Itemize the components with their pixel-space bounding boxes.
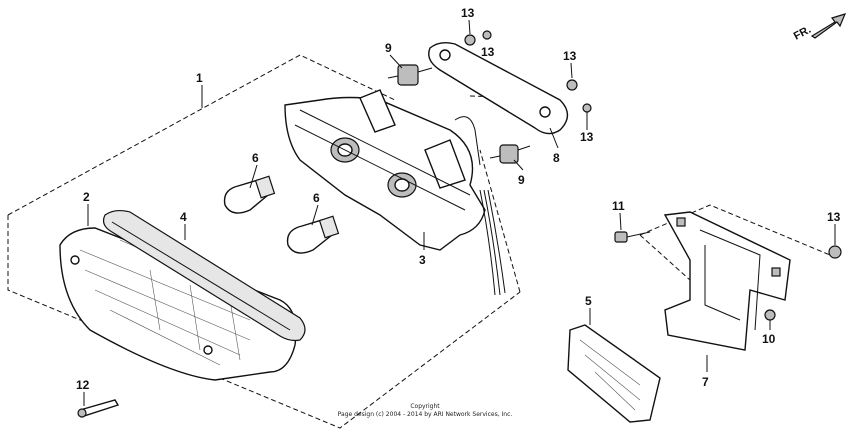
reflector-part-5 (567, 324, 661, 423)
callout-13-e: 13 (827, 210, 841, 224)
callout-13-d: 13 (580, 130, 594, 144)
bulb-part-6-lower (286, 215, 340, 254)
nut-part-13-e (828, 245, 842, 259)
callout-2: 2 (83, 190, 90, 204)
copyright-notice: Page design (c) 2004 - 2014 by ARI Netwo… (338, 411, 513, 418)
callout-4: 4 (180, 210, 187, 224)
nut-part-13-c (566, 79, 578, 91)
callout-11: 11 (612, 199, 625, 213)
nut-part-13-d (582, 103, 592, 113)
leader-lines (83, 19, 836, 406)
front-direction-arrow: FR. (792, 13, 847, 43)
rubber-mount-part-9-lower (489, 144, 531, 164)
callout-13-b: 13 (481, 45, 495, 59)
callout-8: 8 (553, 151, 560, 165)
callout-13-a: 13 (461, 6, 475, 20)
bulb-part-6-upper (223, 175, 276, 214)
callout-9-upper: 9 (385, 41, 392, 55)
license-bracket-part-7 (663, 211, 791, 351)
rubber-mount-part-9-upper (387, 64, 433, 86)
callout-10: 10 (762, 332, 776, 346)
callout-9-lower: 9 (518, 173, 525, 187)
nut-part-13-a (464, 34, 476, 46)
copyright-title: Copyright (410, 403, 440, 410)
wire-harness (479, 189, 506, 296)
stay-bracket-part-8 (428, 41, 569, 135)
tail-lens-part-2 (59, 227, 297, 381)
callout-6-upper: 6 (252, 151, 259, 165)
assembly-outline-7 (639, 204, 831, 281)
gasket-part-4 (102, 209, 306, 342)
screw-part-12 (77, 399, 120, 418)
callout-7: 7 (702, 375, 709, 389)
callout-12: 12 (76, 378, 90, 392)
front-direction-label: FR. (792, 24, 813, 43)
callout-1: 1 (196, 71, 203, 85)
callout-13-c: 13 (563, 49, 577, 63)
nut-part-10 (764, 309, 776, 321)
callout-6-lower: 6 (313, 191, 320, 205)
bolt-part-11 (614, 231, 651, 243)
tail-light-housing-part-3 (284, 89, 486, 251)
callout-3: 3 (419, 253, 426, 267)
callout-5: 5 (585, 294, 592, 308)
nut-part-13-b (482, 30, 492, 40)
